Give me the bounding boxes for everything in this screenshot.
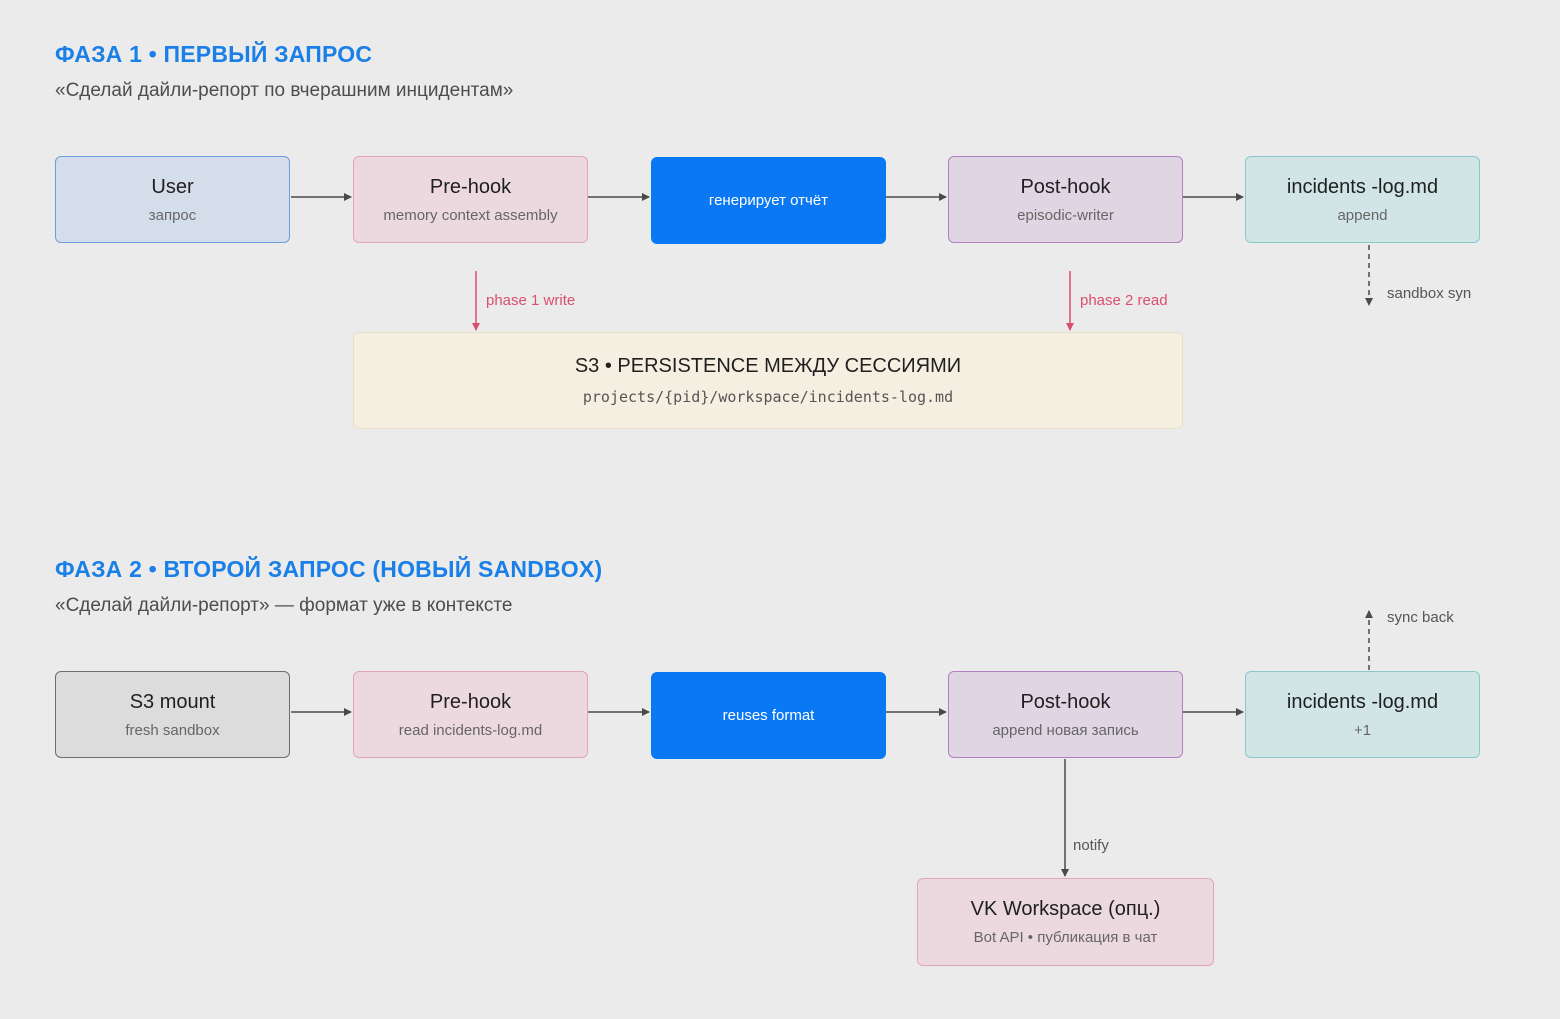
s3-persistence-title: S3 • PERSISTENCE МЕЖДУ СЕССИЯМИ xyxy=(574,355,962,377)
vk-workspace-title: VK Workspace (опц.) xyxy=(970,898,1161,920)
phase2-read-label: phase 2 read xyxy=(1080,292,1168,309)
s3-mount-sub: fresh sandbox xyxy=(125,721,220,739)
incidents-log-2-title: incidents -log.md xyxy=(1286,690,1439,713)
prehook-node-title: Pre-hook xyxy=(429,175,512,198)
generate-report-title: генерирует отчёт xyxy=(708,192,829,209)
incidents-log-2-sub: +1 xyxy=(1353,721,1372,739)
posthook-node-2-sub: append новая запись xyxy=(992,721,1139,739)
phase2-subtitle: «Сделай дайли-репорт» — формат уже в кон… xyxy=(55,595,513,616)
posthook-node-2-title: Post-hook xyxy=(1020,690,1111,713)
prehook-node-2[interactable]: Pre-hook read incidents-log.md xyxy=(353,671,588,758)
generate-report-node[interactable]: генерирует отчёт xyxy=(651,157,886,244)
user-node-title: User xyxy=(151,175,194,198)
phase2-title: ФАЗА 2 • ВТОРОЙ ЗАПРОС (НОВЫЙ SANDBOX) xyxy=(55,556,603,582)
s3-persistence-path: projects/{pid}/workspace/incidents-log.m… xyxy=(582,388,954,406)
user-node[interactable]: User запрос xyxy=(55,156,290,243)
prehook-node-sub: memory context assembly xyxy=(383,206,558,224)
incidents-log-sub: append xyxy=(1337,206,1388,224)
posthook-node-sub: episodic-writer xyxy=(1017,206,1114,224)
incidents-log-node[interactable]: incidents -log.md append xyxy=(1245,156,1480,243)
posthook-node[interactable]: Post-hook episodic-writer xyxy=(948,156,1183,243)
vk-workspace-node[interactable]: VK Workspace (опц.) Bot API • публикация… xyxy=(917,878,1214,966)
posthook-node-title: Post-hook xyxy=(1020,175,1111,198)
s3-mount-title: S3 mount xyxy=(129,690,216,713)
vk-workspace-sub: Bot API • публикация в чат xyxy=(973,929,1158,946)
user-node-sub: запрос xyxy=(148,206,197,224)
sync-back-label: sync back xyxy=(1387,609,1454,626)
reuses-format-title: reuses format xyxy=(722,707,815,724)
prehook-node-2-title: Pre-hook xyxy=(429,690,512,713)
sandbox-sync-label: sandbox syn xyxy=(1387,285,1472,302)
prehook-node-2-sub: read incidents-log.md xyxy=(398,721,543,739)
incidents-log-node-2[interactable]: incidents -log.md +1 xyxy=(1245,671,1480,758)
phase1-title: ФАЗА 1 • ПЕРВЫЙ ЗАПРОС xyxy=(55,41,373,67)
prehook-node[interactable]: Pre-hook memory context assembly xyxy=(353,156,588,243)
phase1-subtitle: «Сделай дайли-репорт по вчерашним инциде… xyxy=(55,80,514,101)
reuses-format-node[interactable]: reuses format xyxy=(651,672,886,759)
s3-persistence-node[interactable]: S3 • PERSISTENCE МЕЖДУ СЕССИЯМИ projects… xyxy=(353,332,1183,429)
notify-label: notify xyxy=(1073,837,1109,854)
posthook-node-2[interactable]: Post-hook append новая запись xyxy=(948,671,1183,758)
s3-mount-node[interactable]: S3 mount fresh sandbox xyxy=(55,671,290,758)
phase1-write-label: phase 1 write xyxy=(486,292,576,309)
incidents-log-title: incidents -log.md xyxy=(1286,175,1439,198)
